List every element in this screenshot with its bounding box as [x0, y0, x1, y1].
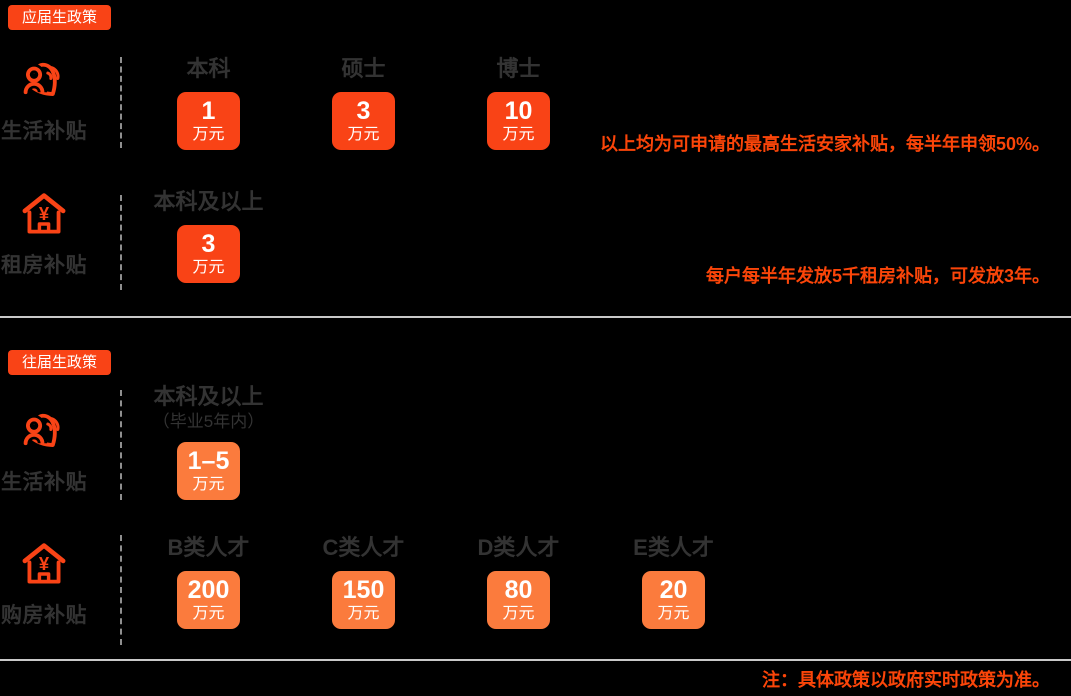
row-label: 生活补贴 — [1, 120, 87, 143]
house-yuan-icon: ¥ — [21, 541, 67, 587]
unit: 万元 — [347, 605, 380, 622]
svg-text:¥: ¥ — [39, 203, 50, 224]
value-box: 1 万元 — [177, 92, 240, 150]
column-header: 硕士 — [341, 56, 386, 81]
row-house-purchase-subsidy: ¥ 购房补贴 B类人才 200 万元 C类人才 150 万元 — [0, 528, 1071, 650]
value: 1–5 — [187, 447, 230, 475]
footer-note: 注：具体政策以政府实时政策为准。 — [762, 670, 1050, 690]
value: 1 — [201, 97, 216, 125]
column-header: 本科及以上 — [153, 384, 264, 409]
badge-fresh-graduate-policy: 应届生政策 — [8, 5, 112, 30]
section-divider — [0, 316, 1071, 318]
unit: 万元 — [347, 126, 380, 143]
people-care-icon — [21, 408, 67, 454]
footer-divider — [0, 659, 1071, 661]
column-header: E类人才 — [633, 535, 714, 560]
row-label: 购房补贴 — [1, 604, 87, 627]
column-b-talent: B类人才 200 万元 — [131, 536, 286, 629]
column-d-talent: D类人才 80 万元 — [441, 536, 596, 629]
unit: 万元 — [502, 126, 535, 143]
column-bachelor-and-above: 本科及以上 （毕业5年内） 1–5 万元 — [131, 385, 286, 500]
house-yuan-icon: ¥ — [21, 191, 67, 237]
column-header: 本科 — [186, 56, 231, 81]
unit: 万元 — [192, 126, 225, 143]
row-living-subsidy-previous: 生活补贴 本科及以上 （毕业5年内） 1–5 万元 — [0, 382, 1071, 528]
badge-previous-graduate-policy: 往届生政策 — [8, 350, 112, 375]
value-box: 1–5 万元 — [177, 442, 240, 500]
column-bachelor: 本科 1 万元 — [131, 57, 286, 150]
value: 200 — [187, 576, 230, 604]
note-rent-subsidy: 每户每半年发放5千租房补贴，可发放3年。 — [705, 266, 1050, 286]
value-box: 3 万元 — [177, 225, 240, 283]
value: 150 — [342, 576, 385, 604]
column-header: B类人才 — [167, 535, 250, 560]
value: 20 — [659, 576, 688, 604]
column-header: D类人才 — [477, 535, 560, 560]
dashed-divider — [120, 535, 122, 645]
value-box: 200 万元 — [177, 571, 240, 629]
column-subheader: （毕业5年内） — [152, 412, 265, 431]
column-e-talent: E类人才 20 万元 — [596, 536, 751, 629]
value-columns: 本科 1 万元 硕士 3 万元 博士 10 万元 — [131, 57, 596, 150]
value: 80 — [504, 576, 533, 604]
dashed-divider — [120, 57, 122, 148]
column-header: 本科及以上 — [153, 189, 264, 214]
value-columns: 本科及以上 3 万元 — [131, 190, 286, 283]
column-c-talent: C类人才 150 万元 — [286, 536, 441, 629]
value: 10 — [504, 97, 533, 125]
row-header-rent-subsidy: ¥ 租房补贴 — [0, 182, 88, 279]
unit: 万元 — [657, 605, 690, 622]
value-columns: 本科及以上 （毕业5年内） 1–5 万元 — [131, 385, 286, 500]
value-box: 3 万元 — [332, 92, 395, 150]
row-header-living-subsidy: 生活补贴 — [0, 48, 88, 145]
unit: 万元 — [192, 605, 225, 622]
value-columns: B类人才 200 万元 C类人才 150 万元 D类人才 80 万元 — [131, 536, 751, 629]
dashed-divider — [120, 195, 122, 290]
row-header-house-purchase-subsidy: ¥ 购房补贴 — [0, 528, 88, 629]
column-phd: 博士 10 万元 — [441, 57, 596, 150]
value-box: 10 万元 — [487, 92, 550, 150]
svg-text:¥: ¥ — [39, 553, 50, 574]
people-care-icon — [21, 57, 67, 103]
row-rent-subsidy: ¥ 租房补贴 本科及以上 3 万元 每户每半年发放5千租房补贴，可发放3年。 — [0, 182, 1071, 316]
column-master: 硕士 3 万元 — [286, 57, 441, 150]
unit: 万元 — [502, 605, 535, 622]
value-box: 150 万元 — [332, 571, 395, 629]
column-header: 博士 — [496, 56, 541, 81]
unit: 万元 — [192, 259, 225, 276]
value-box: 20 万元 — [642, 571, 705, 629]
dashed-divider — [120, 390, 122, 500]
row-living-subsidy-fresh: 生活补贴 本科 1 万元 硕士 3 万元 博士 10 — [0, 48, 1071, 182]
note-living-subsidy: 以上均为可申请的最高生活安家补贴，每半年申领50%。 — [599, 134, 1050, 154]
unit: 万元 — [192, 476, 225, 493]
row-header-living-subsidy: 生活补贴 — [0, 382, 88, 496]
value: 3 — [201, 230, 216, 258]
column-header: C类人才 — [322, 535, 405, 560]
column-bachelor-and-above: 本科及以上 3 万元 — [131, 190, 286, 283]
row-label: 生活补贴 — [1, 471, 87, 494]
value-box: 80 万元 — [487, 571, 550, 629]
value: 3 — [356, 97, 371, 125]
row-label: 租房补贴 — [1, 254, 87, 277]
